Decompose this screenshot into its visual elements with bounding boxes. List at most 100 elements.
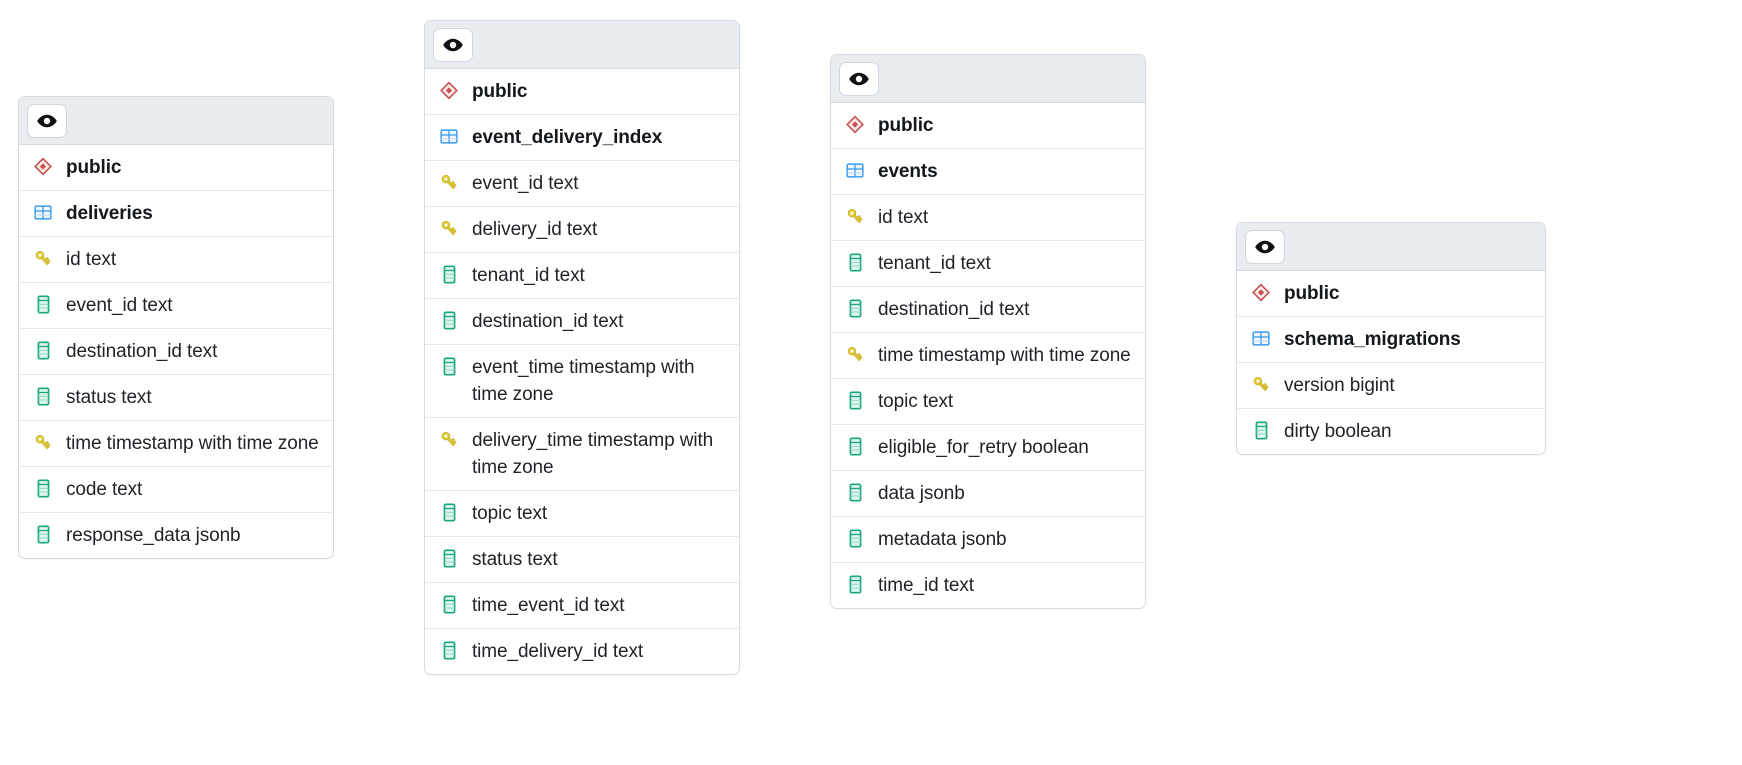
card-header	[425, 21, 739, 69]
column-icon	[33, 385, 53, 407]
column-icon	[439, 309, 459, 331]
column-row-label: status text	[66, 387, 152, 408]
column-row-label: time timestamp with time zone	[878, 345, 1131, 366]
column-row-label: time_id text	[878, 575, 974, 596]
schema-row-label: public	[1284, 283, 1340, 304]
column-row-label: delivery_time timestamp with time zone	[472, 430, 714, 478]
column-row-label: dirty boolean	[1284, 421, 1392, 442]
column-row[interactable]: time_delivery_id text	[425, 629, 739, 674]
column-icon	[33, 523, 53, 545]
column-row-label: tenant_id text	[472, 265, 585, 286]
visibility-toggle-button[interactable]	[27, 103, 67, 138]
column-row-label: id text	[878, 207, 928, 228]
schema-row[interactable]: public	[425, 69, 739, 115]
column-row[interactable]: time timestamp with time zone	[831, 333, 1145, 379]
column-row-label: metadata jsonb	[878, 529, 1007, 550]
column-row[interactable]: metadata jsonb	[831, 517, 1145, 563]
column-row-label: destination_id text	[472, 311, 624, 332]
schema-row-label: public	[878, 115, 934, 136]
key-icon	[845, 205, 865, 227]
card-header	[1237, 223, 1545, 271]
key-icon	[33, 247, 53, 269]
column-row[interactable]: event_id text	[19, 283, 333, 329]
column-row-label: destination_id text	[66, 341, 218, 362]
table-name-row[interactable]: schema_migrations	[1237, 317, 1545, 363]
column-icon	[33, 339, 53, 361]
schema-row-label: public	[472, 81, 528, 102]
card-header	[831, 55, 1145, 103]
column-row[interactable]: response_data jsonb	[19, 513, 333, 558]
schema-row[interactable]: public	[19, 145, 333, 191]
table-grid-icon	[1251, 327, 1271, 349]
table-grid-icon	[845, 159, 865, 181]
column-row[interactable]: version bigint	[1237, 363, 1545, 409]
key-icon	[439, 171, 459, 193]
column-icon	[439, 639, 459, 661]
column-icon	[439, 593, 459, 615]
schema-row[interactable]: public	[831, 103, 1145, 149]
column-row-label: eligible_for_retry boolean	[878, 437, 1089, 458]
column-row-label: code text	[66, 479, 143, 500]
column-row[interactable]: event_time timestamp with time zone	[425, 345, 739, 418]
table-name-row-label: schema_migrations	[1284, 329, 1461, 350]
column-row[interactable]: destination_id text	[19, 329, 333, 375]
column-row[interactable]: id text	[19, 237, 333, 283]
column-row[interactable]: topic text	[425, 491, 739, 537]
key-icon	[845, 343, 865, 365]
eye-icon	[1254, 236, 1276, 258]
column-icon	[845, 297, 865, 319]
table-card-event_delivery_index: public event_delivery_index event_id text d…	[424, 20, 740, 675]
key-icon	[439, 217, 459, 239]
column-row[interactable]: tenant_id text	[831, 241, 1145, 287]
column-row[interactable]: delivery_time timestamp with time zone	[425, 418, 739, 491]
column-row[interactable]: time_id text	[831, 563, 1145, 608]
column-icon	[439, 263, 459, 285]
table-name-row-label: deliveries	[66, 203, 153, 224]
table-name-row[interactable]: events	[831, 149, 1145, 195]
table-name-row-label: events	[878, 161, 938, 182]
column-row[interactable]: time timestamp with time zone	[19, 421, 333, 467]
column-row-label: version bigint	[1284, 375, 1395, 396]
column-row-label: time_delivery_id text	[472, 641, 644, 662]
column-row[interactable]: data jsonb	[831, 471, 1145, 517]
column-row[interactable]: eligible_for_retry boolean	[831, 425, 1145, 471]
schema-diamond-icon	[439, 79, 459, 101]
schema-diamond-icon	[1251, 281, 1271, 303]
column-row[interactable]: topic text	[831, 379, 1145, 425]
column-row[interactable]: status text	[19, 375, 333, 421]
schema-diamond-icon	[845, 113, 865, 135]
visibility-toggle-button[interactable]	[1245, 229, 1285, 264]
column-row[interactable]: destination_id text	[425, 299, 739, 345]
column-row[interactable]: event_id text	[425, 161, 739, 207]
column-row[interactable]: code text	[19, 467, 333, 513]
eye-icon	[848, 68, 870, 90]
schema-row[interactable]: public	[1237, 271, 1545, 317]
table-grid-icon	[439, 125, 459, 147]
column-row[interactable]: dirty boolean	[1237, 409, 1545, 454]
column-icon	[1251, 419, 1271, 441]
column-icon	[845, 435, 865, 457]
column-icon	[33, 477, 53, 499]
visibility-toggle-button[interactable]	[839, 61, 879, 96]
table-name-row[interactable]: deliveries	[19, 191, 333, 237]
column-row-label: data jsonb	[878, 483, 965, 504]
column-row-label: time_event_id text	[472, 595, 625, 616]
column-row-label: event_time timestamp with time zone	[472, 357, 695, 405]
column-row[interactable]: destination_id text	[831, 287, 1145, 333]
table-name-row-label: event_delivery_index	[472, 127, 663, 148]
column-row[interactable]: tenant_id text	[425, 253, 739, 299]
column-icon	[845, 481, 865, 503]
column-icon	[845, 527, 865, 549]
table-grid-icon	[33, 201, 53, 223]
column-row-label: delivery_id text	[472, 219, 598, 240]
visibility-toggle-button[interactable]	[433, 27, 473, 62]
table-name-row[interactable]: event_delivery_index	[425, 115, 739, 161]
column-row[interactable]: id text	[831, 195, 1145, 241]
table-card-deliveries: public deliveries id text event_id text dest…	[18, 96, 334, 559]
column-row[interactable]: time_event_id text	[425, 583, 739, 629]
column-row-label: time timestamp with time zone	[66, 433, 319, 454]
column-row-label: event_id text	[66, 295, 173, 316]
column-row-label: destination_id text	[878, 299, 1030, 320]
column-row[interactable]: status text	[425, 537, 739, 583]
column-row[interactable]: delivery_id text	[425, 207, 739, 253]
